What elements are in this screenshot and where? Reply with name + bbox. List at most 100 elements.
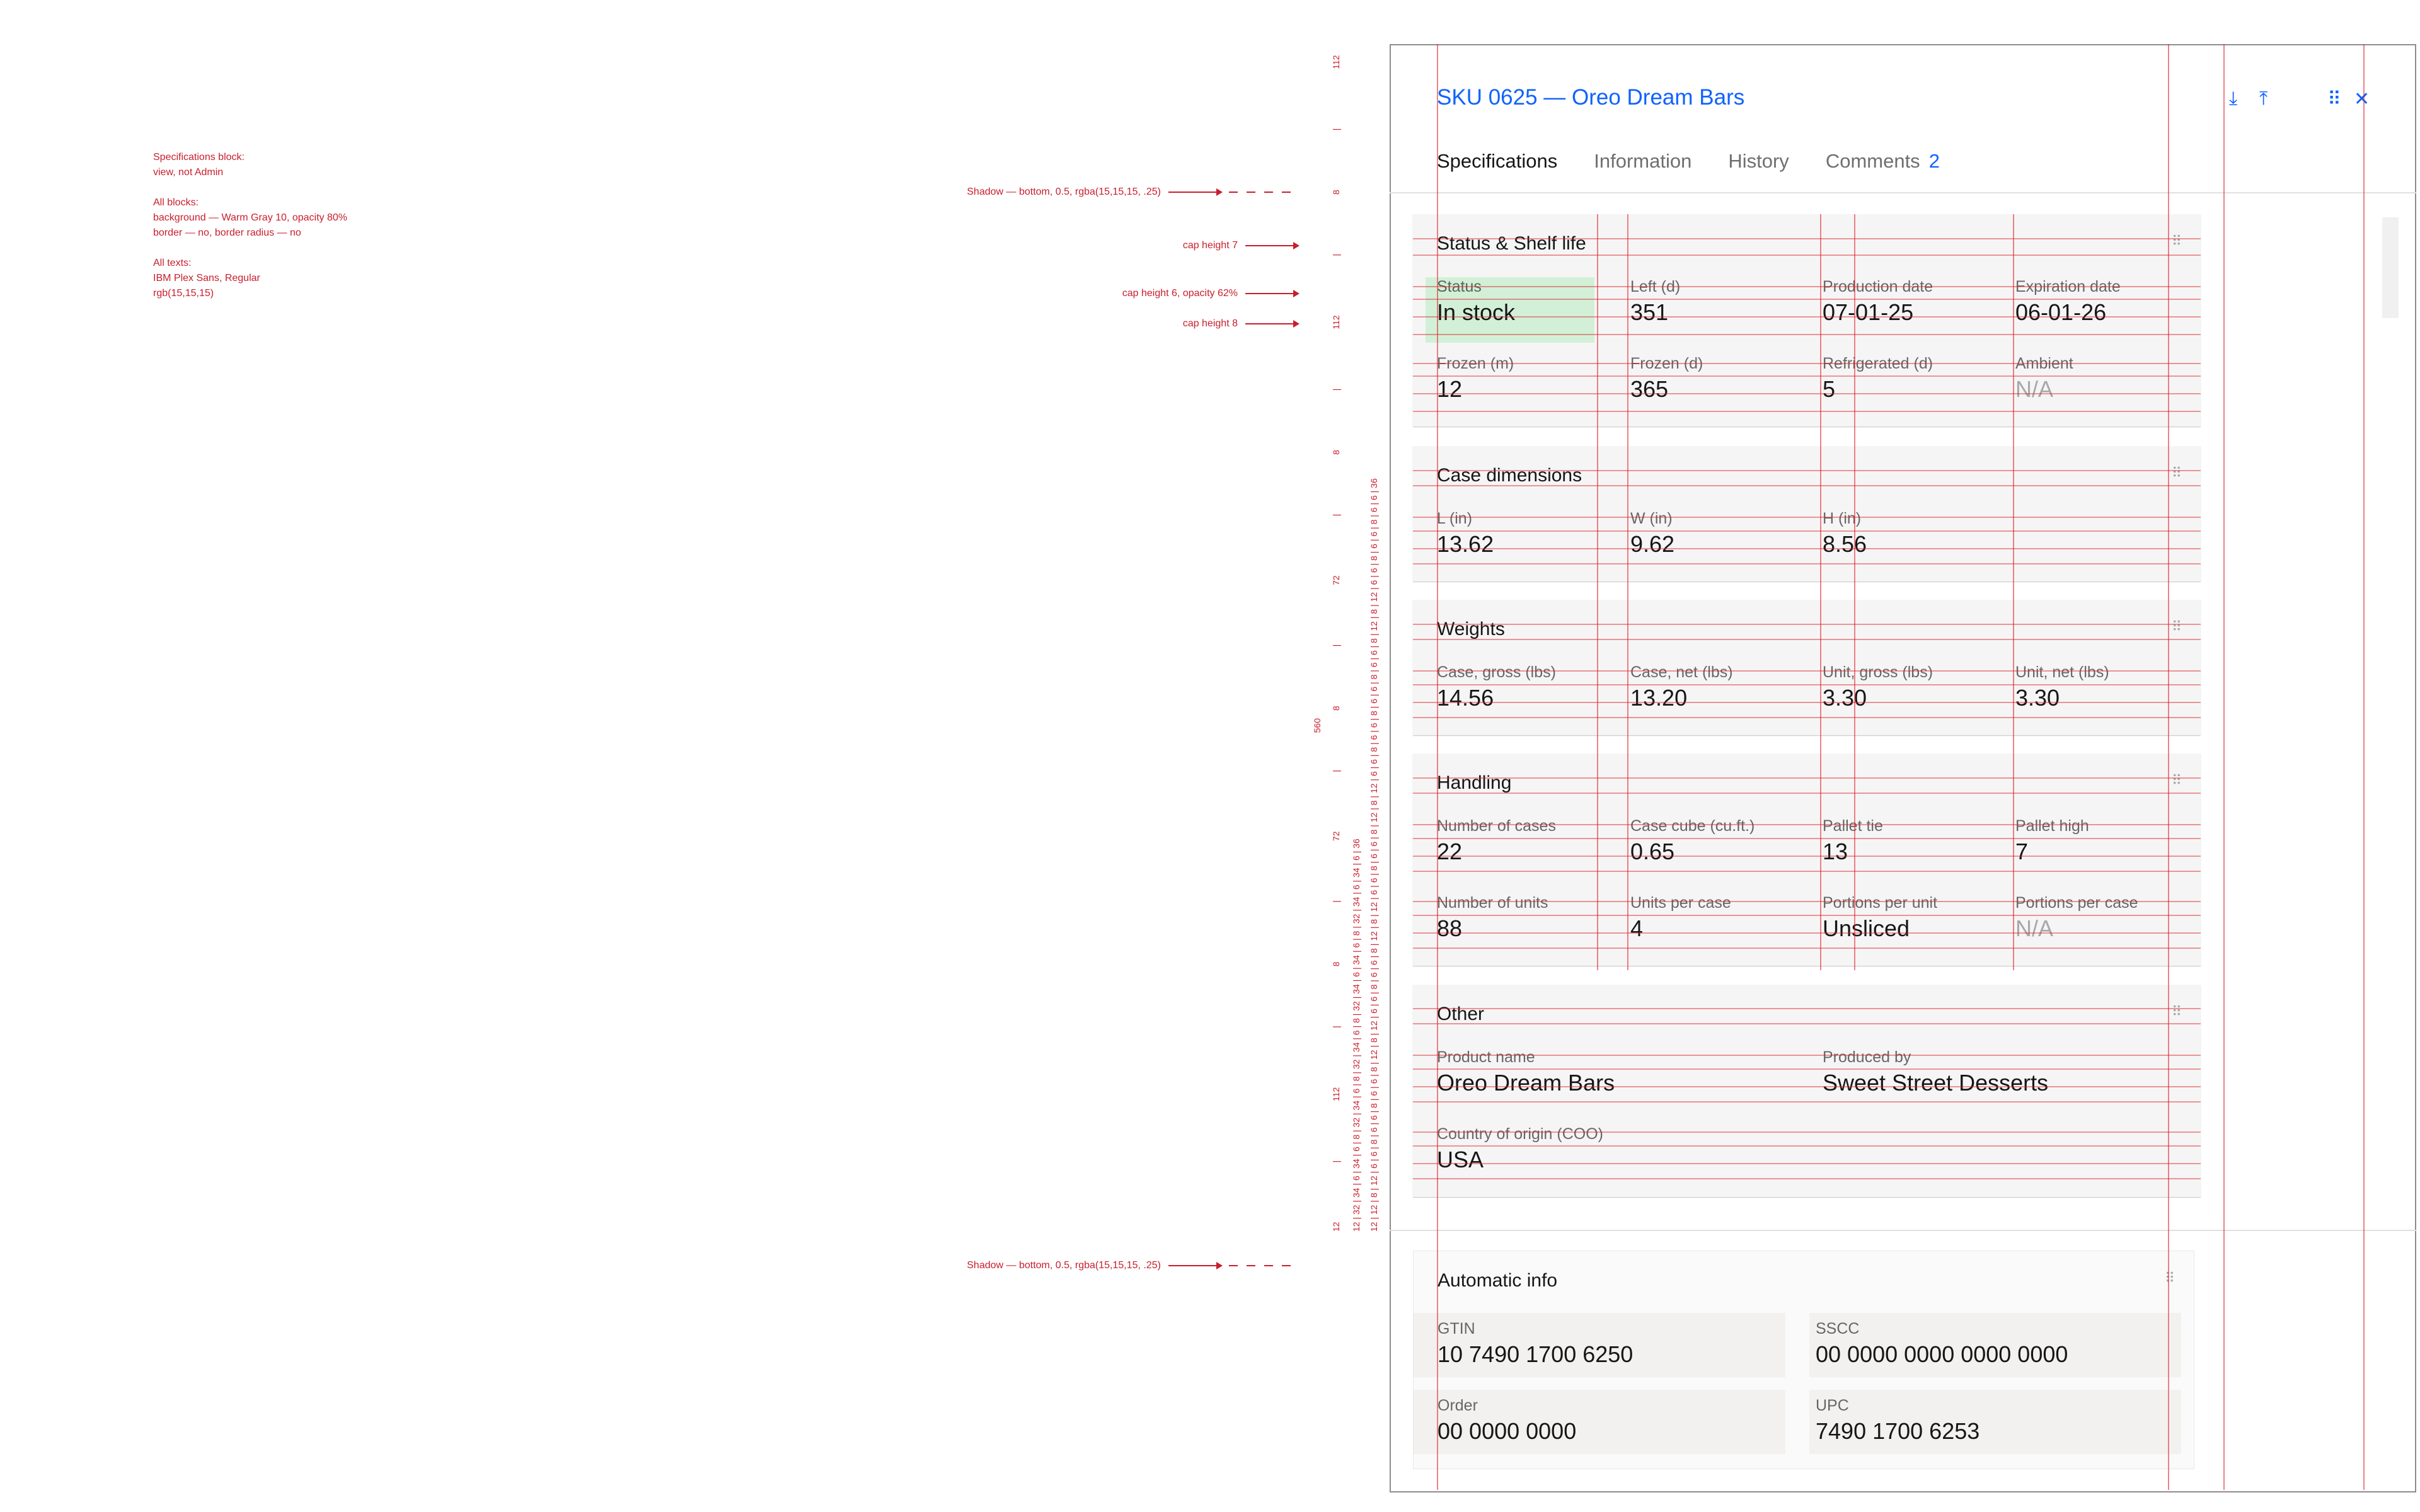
field-label: Production date — [1823, 278, 1933, 295]
field-value: 5 — [1823, 376, 1836, 402]
redline-horizontal — [1413, 838, 2201, 839]
field-label: Product name — [1437, 1048, 1535, 1066]
redline-vertical — [1820, 214, 1821, 970]
note-line: Specifications block: — [153, 152, 245, 163]
arrow-icon — [1245, 290, 1299, 297]
auto-cell-gtin: GTIN 10 7490 1700 6250 — [1414, 1313, 1785, 1377]
redline-horizontal — [1413, 670, 2201, 672]
field-label: GTIN — [1438, 1320, 1475, 1337]
spec-field: Case cube (cu.ft.)0.65 — [1630, 816, 1754, 866]
auto-cell-order: Order 00 0000 0000 — [1414, 1390, 1785, 1454]
field-label: L (in) — [1437, 510, 1473, 527]
block-title: Automatic info — [1438, 1270, 1558, 1291]
field-value: 13.20 — [1630, 685, 1688, 711]
redline-horizontal — [1413, 1023, 2201, 1024]
redline-horizontal — [1413, 1131, 2201, 1133]
note-line — [153, 180, 347, 195]
field-label: Portions per case — [2015, 894, 2138, 912]
spec-field: Case, net (lbs) 13.20 — [1630, 663, 1733, 712]
redline-horizontal — [1413, 1145, 2201, 1147]
drag-handle-icon[interactable]: ⠿ — [2327, 89, 2341, 110]
tab-information[interactable]: Information — [1594, 150, 1692, 172]
arrow-icon — [1245, 242, 1299, 249]
redline-horizontal — [1413, 485, 2201, 486]
redline-horizontal — [1413, 316, 2201, 318]
field-value: N/A — [2015, 915, 2054, 941]
spec-field: Production date 07-01-25 — [1823, 277, 1933, 326]
tab-history[interactable]: History — [1728, 150, 1789, 172]
field-value: 10 7490 1700 6250 — [1438, 1341, 1634, 1367]
field-value: 7 — [2015, 839, 2029, 864]
field-label: Frozen (d) — [1630, 355, 1703, 372]
auto-cell-upc: UPC 7490 1700 6253 — [1809, 1390, 2181, 1454]
field-value: USA — [1437, 1147, 1484, 1172]
redline-horizontal — [1413, 702, 2201, 703]
field-value: 7490 1700 6253 — [1816, 1418, 1980, 1444]
spec-field: Country of origin (COO)USA — [1437, 1125, 1603, 1174]
redline-horizontal — [1413, 1101, 2201, 1102]
tab-specifications[interactable]: Specifications — [1437, 150, 1558, 172]
note-line: IBM Plex Sans, Regular — [153, 273, 260, 284]
field-label: Frozen (m) — [1437, 355, 1514, 372]
drag-handle-icon[interactable]: ⠿ — [2171, 619, 2182, 634]
spec-field: W (in)9.62 — [1630, 509, 1674, 558]
field-label: Units per case — [1630, 894, 1731, 912]
redline-horizontal — [1413, 563, 2201, 564]
field-label: Unit, net (lbs) — [2015, 663, 2109, 681]
field-label: Number of units — [1437, 894, 1548, 912]
redline-horizontal — [1413, 1178, 2201, 1179]
field-value: 00 0000 0000 — [1438, 1418, 1577, 1444]
redline-horizontal — [1413, 856, 2201, 857]
arrow-icon — [1245, 320, 1299, 328]
cap7-callout: cap height 7 — [1183, 238, 1299, 253]
shadow-callout-top: Shadow — bottom, 0.5, rgba(15,15,15, .25… — [967, 185, 1298, 200]
drag-handle-icon[interactable]: ⠿ — [2171, 233, 2182, 249]
redline-horizontal — [1413, 1008, 2201, 1009]
field-value: Sweet Street Desserts — [1823, 1070, 2049, 1096]
dash-line — [1229, 192, 1298, 193]
spec-field: Case, gross (lbs)14.56 — [1437, 663, 1556, 712]
redline-horizontal — [1413, 717, 2201, 718]
scrollbar[interactable] — [2382, 217, 2399, 318]
spec-field: Produced by Sweet Street Desserts — [1823, 1048, 2048, 1097]
redline-horizontal — [1413, 793, 2201, 794]
field-label: Order — [1438, 1397, 1478, 1414]
field-label: Case, net (lbs) — [1630, 663, 1733, 681]
field-label: Unit, gross (lbs) — [1823, 663, 1933, 681]
redline-horizontal — [1413, 624, 2201, 625]
close-icon[interactable]: ✕ — [2354, 89, 2370, 110]
redline-vertical — [1597, 214, 1598, 970]
drag-handle-icon[interactable]: ⠿ — [2171, 465, 2182, 481]
upload-icon[interactable]: ⤒ — [2259, 88, 2268, 109]
callout-text: Shadow — bottom, 0.5, rgba(15,15,15, .25… — [967, 186, 1161, 197]
cap6-callout: cap height 6, opacity 62% — [1122, 286, 1299, 301]
drag-handle-icon[interactable]: ⠿ — [2171, 1004, 2182, 1019]
arrow-icon — [1168, 1262, 1223, 1269]
field-label: Produced by — [1823, 1048, 1911, 1066]
note-line: All blocks: — [153, 197, 199, 208]
drag-handle-icon[interactable]: ⠿ — [2171, 772, 2182, 788]
redline-horizontal — [1413, 299, 2201, 300]
field-value: 06-01-26 — [2015, 299, 2107, 325]
redline-horizontal — [1413, 639, 2201, 640]
field-value: 07-01-25 — [1823, 299, 1914, 325]
redline-horizontal — [1413, 238, 2201, 239]
download-icon[interactable]: ⤓ — [2229, 88, 2238, 109]
redline-horizontal — [1413, 255, 2201, 256]
block-title: Handling — [1437, 772, 1512, 793]
redline-horizontal — [1413, 684, 2201, 685]
redline-horizontal — [1413, 470, 2201, 471]
field-label: Case, gross (lbs) — [1437, 663, 1556, 681]
field-label: UPC — [1816, 1397, 1849, 1414]
callout-text: cap height 6, opacity 62% — [1122, 288, 1238, 299]
field-label: Ambient — [2015, 355, 2073, 372]
redline-horizontal — [1413, 777, 2201, 779]
redline-horizontal — [1413, 932, 2201, 934]
